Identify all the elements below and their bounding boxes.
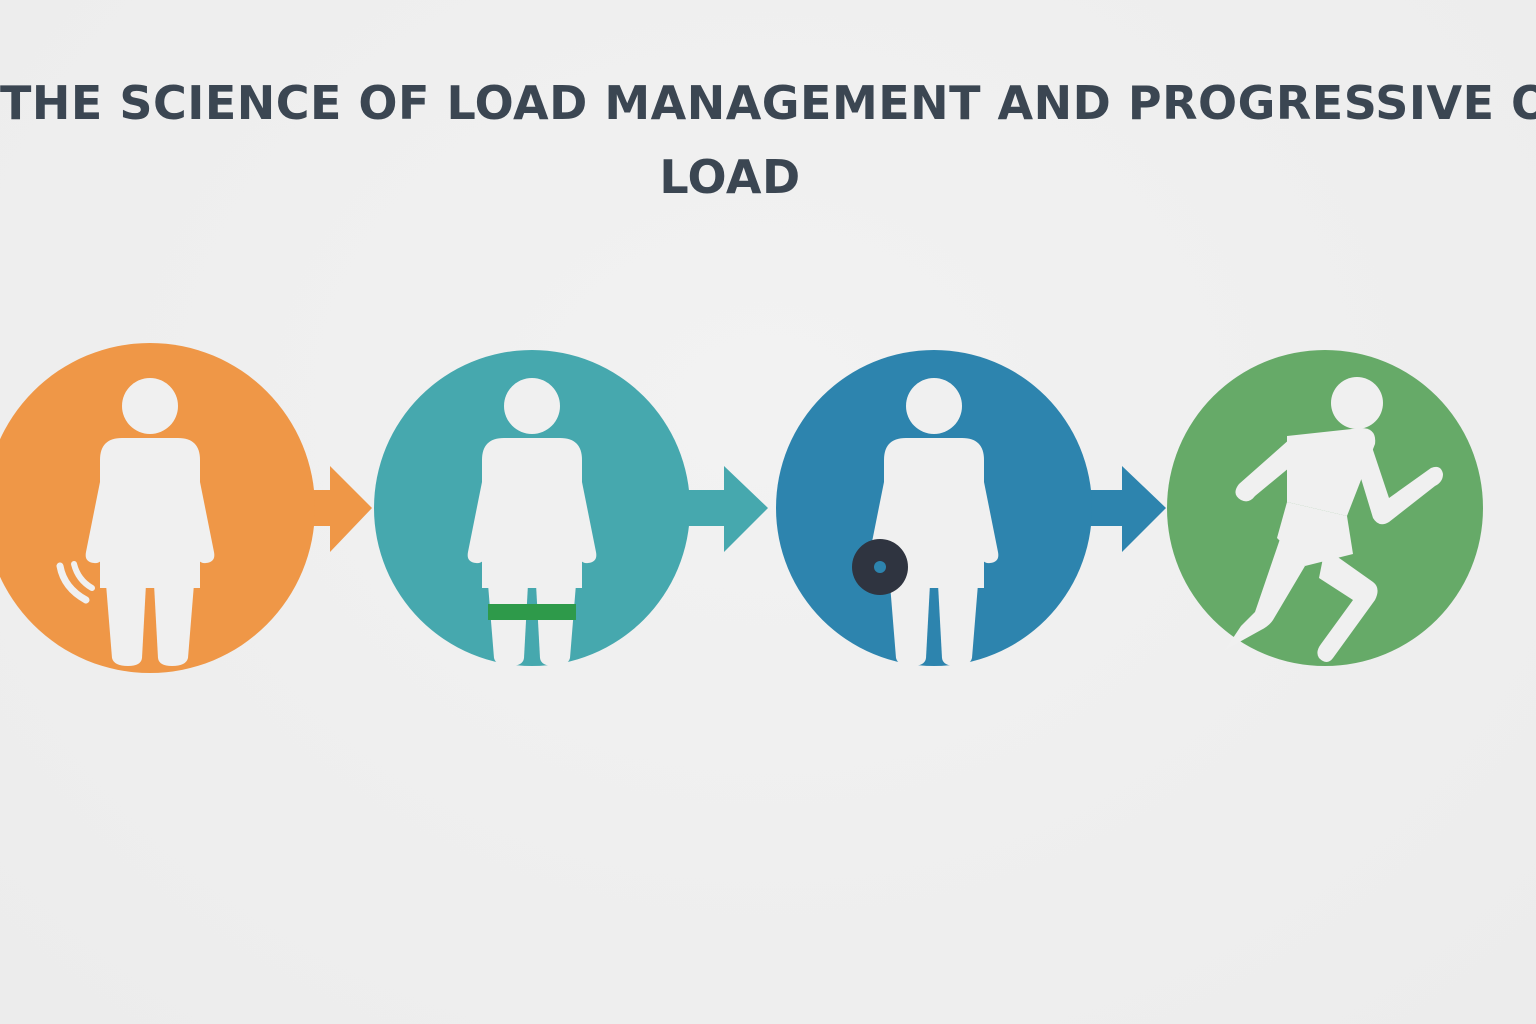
standing-figure-with-vibration-icon [56, 378, 215, 666]
standing-figure-with-weight-plate-icon [852, 378, 999, 666]
page-title: THE SCIENCE OF LOAD MANAGEMENT AND PROGR… [0, 66, 1536, 214]
standing-figure-with-resistance-band-icon [467, 378, 597, 666]
arrow-3 [1086, 466, 1166, 552]
resistance-band-icon [488, 604, 576, 620]
arrow-1 [298, 466, 372, 552]
arrow-2 [682, 466, 768, 552]
running-figure-icon [1225, 377, 1443, 662]
title-line-1: THE SCIENCE OF LOAD MANAGEMENT AND PROGR… [0, 76, 1536, 130]
weight-plate-icon [852, 539, 908, 595]
title-line-2: LOAD [659, 150, 801, 204]
